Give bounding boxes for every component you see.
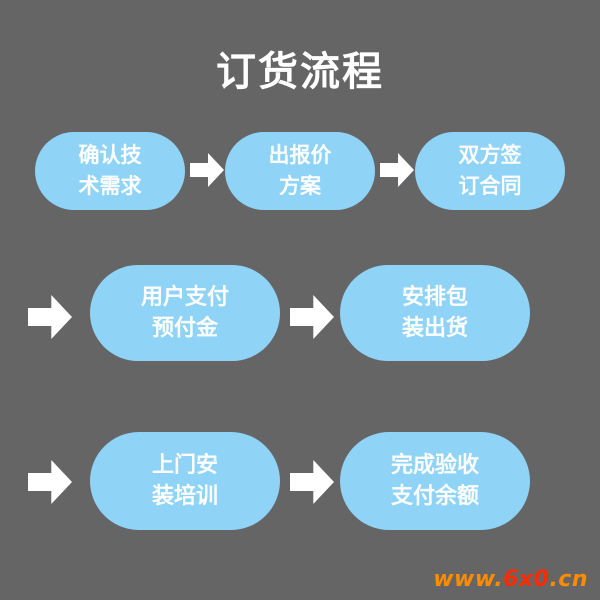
- step-5-package-ship: 安排包 装出货: [340, 265, 530, 361]
- step-1-line-1: 确认技: [78, 143, 142, 167]
- step-4-line-2: 预付金: [151, 316, 218, 341]
- step-3-line-1: 双方签: [458, 143, 522, 167]
- step-5-line-2: 装出货: [401, 316, 468, 341]
- watermark-prefix: www.: [433, 567, 504, 592]
- right-arrow-icon: [380, 153, 414, 187]
- step-6-installation-training: 上门安 装培训: [90, 432, 280, 530]
- right-arrow-icon: [290, 295, 334, 339]
- step-1-confirm-requirements: 确认技 术需求: [35, 132, 185, 210]
- step-2-line-2: 方案: [279, 174, 321, 198]
- watermark-domain: 6x0: [503, 567, 550, 592]
- step-3-sign-contract: 双方签 订合同: [415, 132, 565, 210]
- watermark-suffix: .cn: [549, 567, 588, 592]
- right-arrow-icon: [28, 295, 72, 339]
- right-arrow-icon: [290, 460, 334, 504]
- step-5-line-1: 安排包: [401, 285, 468, 310]
- step-4-prepayment: 用户支付 预付金: [90, 265, 280, 361]
- watermark: www.6x0.cn: [433, 567, 588, 592]
- step-6-line-1: 上门安: [151, 453, 218, 478]
- step-2-line-1: 出报价: [268, 143, 332, 167]
- right-arrow-icon: [190, 153, 224, 187]
- step-2-quote-plan: 出报价 方案: [225, 132, 375, 210]
- right-arrow-icon: [28, 460, 72, 504]
- step-3-line-2: 订合同: [458, 174, 522, 198]
- step-7-acceptance-balance: 完成验收 支付余额: [340, 432, 530, 530]
- step-6-line-2: 装培训: [151, 484, 218, 509]
- step-4-line-1: 用户支付: [140, 285, 229, 310]
- step-7-line-2: 支付余额: [390, 484, 479, 509]
- step-7-line-1: 完成验收: [390, 453, 479, 478]
- step-1-line-2: 术需求: [78, 174, 142, 198]
- page-title: 订货流程: [216, 49, 384, 95]
